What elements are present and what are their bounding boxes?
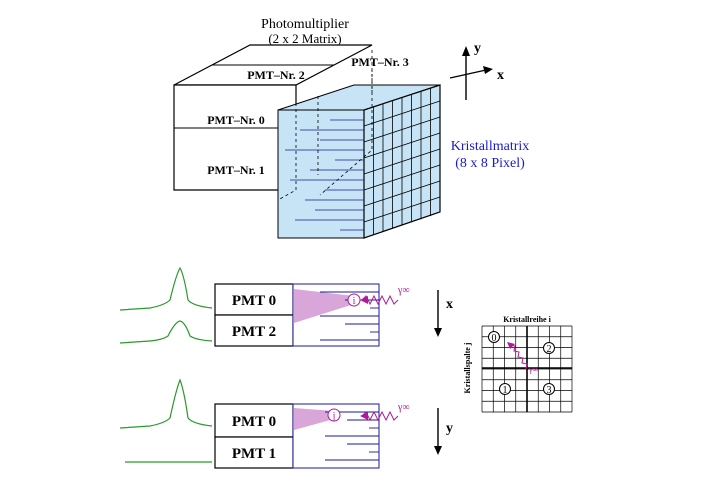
marker-j <box>327 408 341 422</box>
side-grid-row <box>363 148 441 175</box>
grid-marker-2: 2 <box>547 344 552 355</box>
crystal-slats-y <box>325 411 379 461</box>
signal-pulse-pmt2-x <box>119 320 213 344</box>
x-section: PMT 0 PMT 2 i γ∞ x <box>119 266 453 347</box>
crystal-side-grid <box>363 88 441 235</box>
title-line1: Photomultiplier <box>261 17 349 32</box>
light-cone-x <box>294 289 354 323</box>
gamma-wave-grid <box>509 344 528 370</box>
pmt-3d-block: Photomultiplier (2 x 2 Matrix) PMT–Nr. 2… <box>173 17 530 239</box>
pmt-label-1: PMT–Nr. 1 <box>207 163 265 177</box>
pmt-box-y-bottom <box>214 436 294 469</box>
signal-pulse-pmt0-y <box>119 378 213 429</box>
pmt-y-bottom-label: PMT 1 <box>232 446 276 462</box>
axis-y-label: y <box>474 41 481 56</box>
xy-axes <box>449 46 493 100</box>
signal-pulse-pmt0-x <box>119 266 213 311</box>
gamma-label-x: γ∞ <box>397 285 410 296</box>
axis-x-label-mid: x <box>446 297 453 312</box>
crystal-front-face <box>277 109 365 239</box>
title-line2: (2 x 2 Matrix) <box>268 31 341 46</box>
light-cone-y <box>294 408 334 430</box>
marker-j-label: j <box>332 411 336 422</box>
grid-marker-1: 1 <box>503 385 508 396</box>
crystal-label-line1: Kristallmatrix <box>451 139 530 154</box>
grid-col-label: Kristallreihe i <box>503 315 551 324</box>
crystal-label-line2: (8 x 8 Pixel) <box>455 156 525 171</box>
grid-marker-3: 3 <box>547 385 552 396</box>
pmt-box-x-bottom <box>214 314 294 347</box>
pmt-x-top-label: PMT 0 <box>232 293 276 309</box>
pmt-label-2: PMT–Nr. 2 <box>247 68 305 82</box>
pixel-grid-panel: Kristallreihe i Kristallspalte j γ∞ 0 2 … <box>463 315 573 413</box>
pmt-y-top-label: PMT 0 <box>232 414 276 430</box>
crystal-slats-x <box>320 291 379 341</box>
crystal-inner-lines <box>285 119 364 231</box>
gamma-label-grid: γ∞ <box>528 365 539 374</box>
marker-i-label: i <box>353 296 356 307</box>
grid-row-label: Kristallspalte j <box>463 342 472 393</box>
pmt-label-0: PMT–Nr. 0 <box>207 113 265 127</box>
side-grid-row <box>363 196 441 223</box>
pmt-label-3: PMT–Nr. 3 <box>351 55 409 69</box>
axis-x-label: x <box>497 68 504 83</box>
pmt-x-bottom-label: PMT 2 <box>232 324 276 340</box>
gamma-label-y: γ∞ <box>397 402 410 413</box>
side-grid-row <box>363 180 441 207</box>
grid-marker-0: 0 <box>492 333 497 344</box>
side-grid-row <box>363 164 441 191</box>
y-section: PMT 0 PMT 1 j γ∞ y <box>119 378 453 469</box>
axis-y-label-bottom: y <box>446 421 453 436</box>
